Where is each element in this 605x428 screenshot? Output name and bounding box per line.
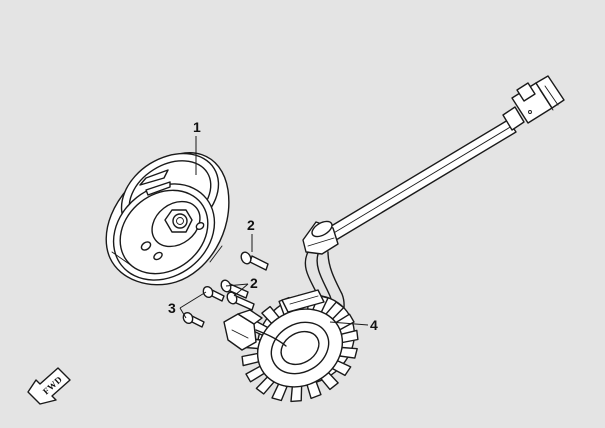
pulser-coil xyxy=(223,309,287,351)
leader-lines xyxy=(179,136,369,326)
forward-direction-arrow: FWD xyxy=(27,367,71,405)
callout-2-upper: 2 xyxy=(247,217,255,233)
wire-harness xyxy=(317,119,517,247)
stator-tooth xyxy=(241,352,260,367)
bolt-long xyxy=(240,251,269,271)
callout-2-lower: 2 xyxy=(250,275,258,291)
stator-tooth xyxy=(290,385,303,403)
screw-left xyxy=(202,285,225,302)
callout-3: 3 xyxy=(168,300,176,316)
stator xyxy=(241,289,359,403)
callout-4: 4 xyxy=(370,317,378,333)
harness-connector xyxy=(502,75,565,131)
screw-lower xyxy=(182,311,205,328)
flywheel xyxy=(105,152,230,286)
cable-boot xyxy=(302,220,339,255)
callout-1: 1 xyxy=(193,119,201,135)
